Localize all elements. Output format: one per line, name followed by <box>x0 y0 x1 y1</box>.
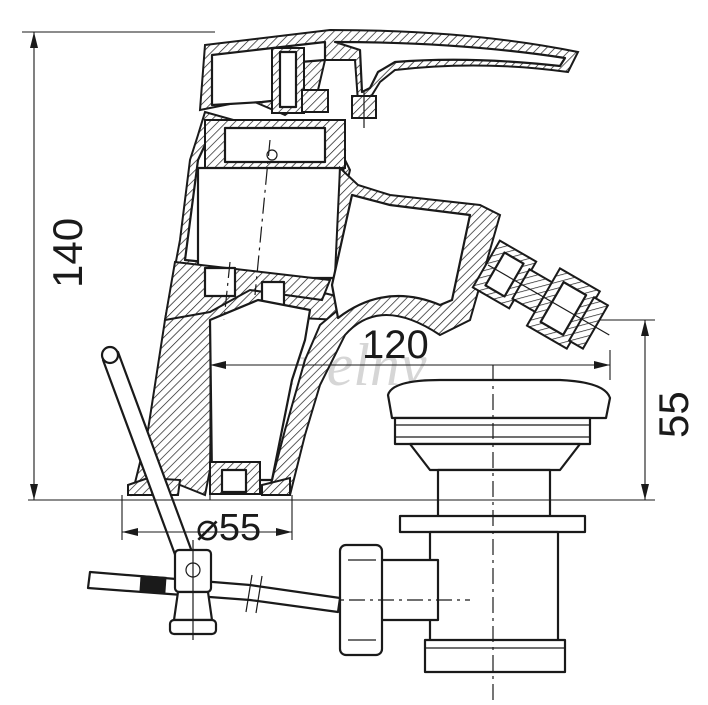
dimension-lines <box>22 31 655 540</box>
popup-drain <box>320 365 612 700</box>
aerator-head <box>471 239 610 351</box>
dim-height-140: 140 <box>44 218 91 288</box>
cartridge <box>196 119 346 280</box>
outlet-centerline <box>223 261 231 321</box>
lift-rod <box>86 345 342 640</box>
lever-handle <box>198 28 580 128</box>
cartridge-centerline <box>254 139 271 296</box>
dim-base-diameter-55: ⌀55 <box>196 507 261 549</box>
dim-spout-55: 55 <box>650 391 697 438</box>
dim-reach-120: 120 <box>362 323 429 367</box>
faucet-body <box>127 110 502 497</box>
